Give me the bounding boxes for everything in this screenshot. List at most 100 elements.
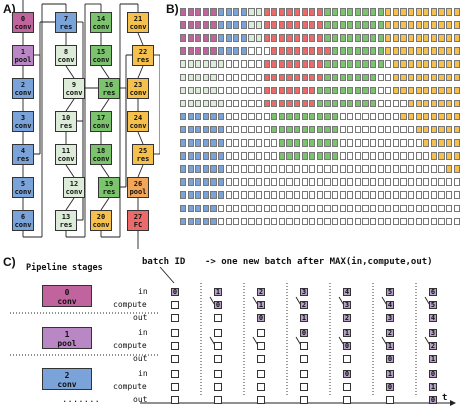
schedule-cell <box>377 191 384 199</box>
schedule-cell <box>370 60 377 68</box>
schedule-cell <box>332 60 339 68</box>
schedule-cell <box>400 178 407 186</box>
schedule-cell <box>354 178 361 186</box>
schedule-cell <box>415 47 422 55</box>
graph-node-number: 10 <box>61 114 71 122</box>
schedule-cell <box>210 47 217 55</box>
schedule-cell <box>362 217 369 226</box>
schedule-cell <box>301 191 308 199</box>
schedule-cell <box>453 112 460 121</box>
pipeline-batch-square <box>171 342 179 350</box>
schedule-cell <box>301 204 308 213</box>
schedule-cell <box>309 47 316 55</box>
graph-node-number: 15 <box>96 48 106 56</box>
pipeline-batch-square: 1 <box>429 355 437 363</box>
schedule-cell <box>180 217 187 226</box>
schedule-cell <box>210 178 217 186</box>
schedule-cell <box>202 204 209 213</box>
graph-node-op: conv <box>57 56 75 64</box>
pipeline-batch-square <box>171 355 179 363</box>
schedule-cell <box>362 47 369 55</box>
schedule-cell <box>271 112 278 121</box>
schedule-cell <box>286 112 293 121</box>
schedule-cell <box>423 73 430 82</box>
graph-node-op: conv <box>92 122 110 130</box>
schedule-cell <box>278 125 285 134</box>
schedule-cell <box>187 8 194 16</box>
schedule-cell <box>446 152 453 160</box>
schedule-cell <box>339 178 346 186</box>
graph-node-op: conv <box>57 155 75 163</box>
pipeline-batch-square <box>343 396 351 404</box>
schedule-cell <box>294 99 301 108</box>
schedule-cell <box>180 73 187 82</box>
schedule-cell <box>446 125 453 134</box>
schedule-cell <box>294 21 301 29</box>
schedule-cell <box>385 139 392 147</box>
schedule-cell <box>233 34 240 42</box>
schedule-cell <box>377 178 384 186</box>
schedule-cell <box>233 165 240 173</box>
schedule-cell <box>271 34 278 42</box>
schedule-cell <box>415 125 422 134</box>
schedule-cell <box>324 21 331 29</box>
schedule-cell <box>430 60 437 68</box>
schedule-cell <box>286 47 293 55</box>
pipeline-batch-square: 3 <box>386 314 394 322</box>
pipeline-row-label: compute <box>113 382 147 391</box>
schedule-cell <box>225 112 232 121</box>
pipeline-batch-square <box>300 342 308 350</box>
schedule-cell <box>309 165 316 173</box>
schedule-cell <box>362 165 369 173</box>
schedule-cell <box>408 112 415 121</box>
schedule-cell <box>453 217 460 226</box>
schedule-cell <box>400 112 407 121</box>
graph-node-op: res <box>102 89 116 97</box>
pipeline-batch-square <box>300 370 308 378</box>
pipeline-batch-square: 0 <box>343 370 351 378</box>
schedule-cell <box>195 86 202 95</box>
schedule-cell <box>301 21 308 29</box>
pipeline-batch-square: 3 <box>429 329 437 337</box>
schedule-cell <box>263 139 270 147</box>
graph-node-number: 7 <box>63 15 69 23</box>
schedule-cell <box>446 178 453 186</box>
schedule-cell <box>453 99 460 108</box>
pipeline-row-label: out <box>133 313 148 322</box>
schedule-cell <box>377 152 384 160</box>
schedule-cell <box>408 191 415 199</box>
schedule-cell <box>294 34 301 42</box>
schedule-cell <box>301 217 308 226</box>
pipeline-row-label: out <box>133 395 148 404</box>
schedule-cell <box>377 47 384 55</box>
schedule-cell <box>195 139 202 147</box>
pipeline-batch-square: 6 <box>429 288 437 296</box>
pipeline-stage-op: conv <box>57 380 77 389</box>
schedule-cell <box>301 47 308 55</box>
schedule-cell <box>362 125 369 134</box>
schedule-cell <box>339 125 346 134</box>
schedule-cell <box>415 152 422 160</box>
schedule-cell <box>218 34 225 42</box>
schedule-cell <box>347 178 354 186</box>
schedule-cell <box>332 204 339 213</box>
schedule-cell <box>256 165 263 173</box>
schedule-cell <box>438 34 445 42</box>
schedule-cell <box>202 125 209 134</box>
schedule-cell <box>218 21 225 29</box>
schedule-cell <box>324 152 331 160</box>
schedule-cell <box>415 112 422 121</box>
schedule-cell <box>347 99 354 108</box>
schedule-cell <box>430 21 437 29</box>
stages-ellipsis: ....... <box>62 395 100 405</box>
schedule-cell <box>294 217 301 226</box>
schedule-cell <box>278 47 285 55</box>
schedule-cell <box>362 204 369 213</box>
